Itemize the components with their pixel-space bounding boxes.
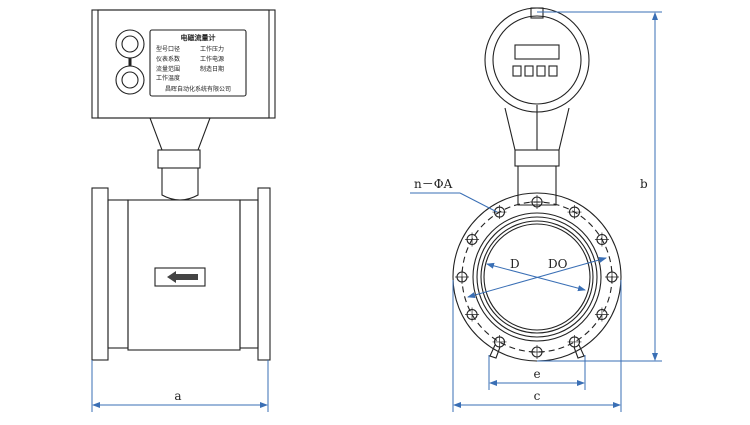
flow-direction-plate xyxy=(154,267,206,287)
label-DO: DO xyxy=(548,257,568,271)
nameplate-row: 工作电源 xyxy=(200,55,224,63)
nameplate xyxy=(149,29,247,97)
label-holes: n－ΦA xyxy=(414,177,453,191)
nameplate-row: 工作压力 xyxy=(200,45,224,53)
label-D: D xyxy=(510,257,520,271)
nameplate-row: 仪表系数 xyxy=(156,55,180,63)
bolt-holes xyxy=(455,195,619,359)
converter-housing xyxy=(91,9,276,119)
label-e: e xyxy=(533,367,540,381)
nameplate-maker: 昌晖自动化系统有限公司 xyxy=(165,85,231,93)
side-view: 电磁流量计 型号口径 工作压力 仪表系数 工作电源 流量范围 制造日期 工作温度… xyxy=(91,9,276,412)
nameplate-title: 电磁流量计 xyxy=(181,33,216,42)
label-a: a xyxy=(174,389,181,403)
label-c: c xyxy=(534,389,541,403)
nameplate-row: 型号口径 xyxy=(156,45,180,53)
flange-left xyxy=(91,187,109,361)
nameplate-row: 工作温度 xyxy=(156,74,180,82)
front-view: n－ΦA D DO b e c xyxy=(410,7,662,412)
nameplate-row: 流量范围 xyxy=(156,65,180,73)
display-screen xyxy=(514,44,560,60)
nameplate-row: 制造日期 xyxy=(200,65,224,73)
cable-gland-icon xyxy=(115,65,145,95)
flow-arrow-icon xyxy=(167,271,198,283)
flange-right xyxy=(257,187,271,361)
display-housing xyxy=(484,7,590,113)
dimension-DO xyxy=(467,257,607,298)
cable-gland-icon xyxy=(115,29,145,59)
label-b: b xyxy=(640,177,648,191)
